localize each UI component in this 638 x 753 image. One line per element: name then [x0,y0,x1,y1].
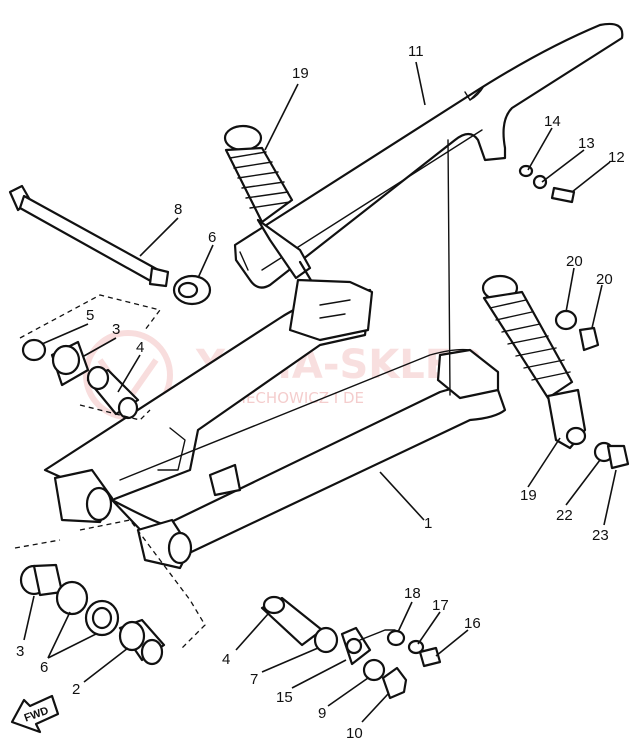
pivot-boss-upper [53,468,114,524]
callout-12: 12 [608,149,625,166]
pivot-shaft [8,184,170,288]
callout-16: 16 [464,615,481,632]
pivot-boss-lower [136,518,193,570]
callout-19-upper: 19 [292,65,309,82]
callout-14: 14 [544,113,561,130]
callout-7: 7 [250,671,258,688]
lower-bushing-set [14,519,206,666]
callout-1: 1 [424,515,432,532]
callout-21: 20 [596,271,613,288]
callout-13: 13 [578,135,595,152]
callout-17: 17 [432,597,449,614]
callout-19-lower: 19 [520,487,537,504]
callout-6-lower: 6 [40,659,48,676]
leader-lines [23,61,617,723]
callout-20: 20 [566,253,583,270]
lower-right-parts [260,595,442,700]
callout-11: 11 [408,43,424,60]
callout-4-lower: 4 [222,651,230,668]
callout-6-upper: 6 [208,229,216,246]
shock-hardware [518,164,630,470]
shock-absorber-right [481,274,587,450]
callout-2: 2 [72,681,80,698]
callout-22: 22 [556,507,573,524]
callout-15: 15 [276,689,293,706]
callout-18: 18 [404,585,421,602]
upper-bushing-set [19,274,212,421]
callout-9: 9 [318,705,326,722]
shock-absorber-left [223,124,314,284]
callout-5: 5 [86,307,94,324]
callout-23: 23 [592,527,609,544]
callout-8: 8 [174,201,182,218]
callout-10: 10 [346,725,363,742]
fwd-arrow-badge: FWD [10,694,60,734]
callout-4-upper: 4 [136,339,144,356]
callout-numbers: 19 11 14 13 12 8 6 5 3 4 20 20 1 19 22 2… [16,43,625,742]
swing-arm [43,139,507,557]
chain-guard [233,22,624,289]
callout-3-lower: 3 [16,643,24,660]
callout-3-upper: 3 [112,321,120,338]
